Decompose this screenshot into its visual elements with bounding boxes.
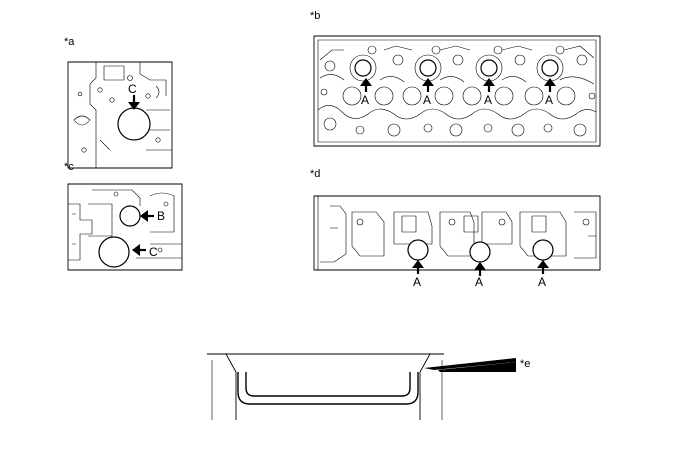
view-a-drawing xyxy=(67,61,173,169)
callout-a-view-b-4: A xyxy=(545,93,553,107)
view-c-drawing xyxy=(67,183,183,271)
arrow-c-view-c xyxy=(132,244,146,256)
callout-c-view-a: C xyxy=(128,82,137,96)
view-e-leader xyxy=(424,358,516,372)
view-e-label: *e xyxy=(520,358,530,370)
plug-a-view-b-2 xyxy=(419,59,437,77)
plug-a-view-d-1 xyxy=(407,239,429,261)
callout-c-view-c: C xyxy=(149,245,158,259)
view-a-label: *a xyxy=(64,36,75,48)
arrow-b-view-c xyxy=(140,210,154,222)
plug-a-view-b-4 xyxy=(541,59,559,77)
plug-c-view-a xyxy=(117,107,151,141)
view-b-drawing xyxy=(313,35,601,147)
callout-a-view-b-3: A xyxy=(484,93,492,107)
callout-a-view-d-3: A xyxy=(538,275,546,289)
callout-a-view-d-2: A xyxy=(475,275,483,289)
arrows-a-view-b xyxy=(360,78,556,92)
plug-c-view-c xyxy=(98,236,130,268)
plug-a-view-d-2 xyxy=(469,241,491,263)
callout-b-view-c: B xyxy=(157,209,165,223)
plug-a-view-d-3 xyxy=(532,239,554,261)
plug-a-view-b-1 xyxy=(354,59,372,77)
view-e-drawing xyxy=(207,353,444,420)
view-d-label: *d xyxy=(310,168,320,180)
arrows-a-view-d xyxy=(412,260,549,276)
view-c-label: *c xyxy=(64,161,74,173)
callout-a-view-d-1: A xyxy=(413,275,421,289)
callout-a-view-b-2: A xyxy=(423,93,431,107)
callout-a-view-b-1: A xyxy=(361,93,369,107)
plug-b-view-c xyxy=(119,205,141,227)
arrow-c-view-a xyxy=(128,95,140,110)
view-b-label: *b xyxy=(310,10,320,22)
plug-a-view-b-3 xyxy=(480,59,498,77)
view-d-drawing xyxy=(313,195,601,271)
